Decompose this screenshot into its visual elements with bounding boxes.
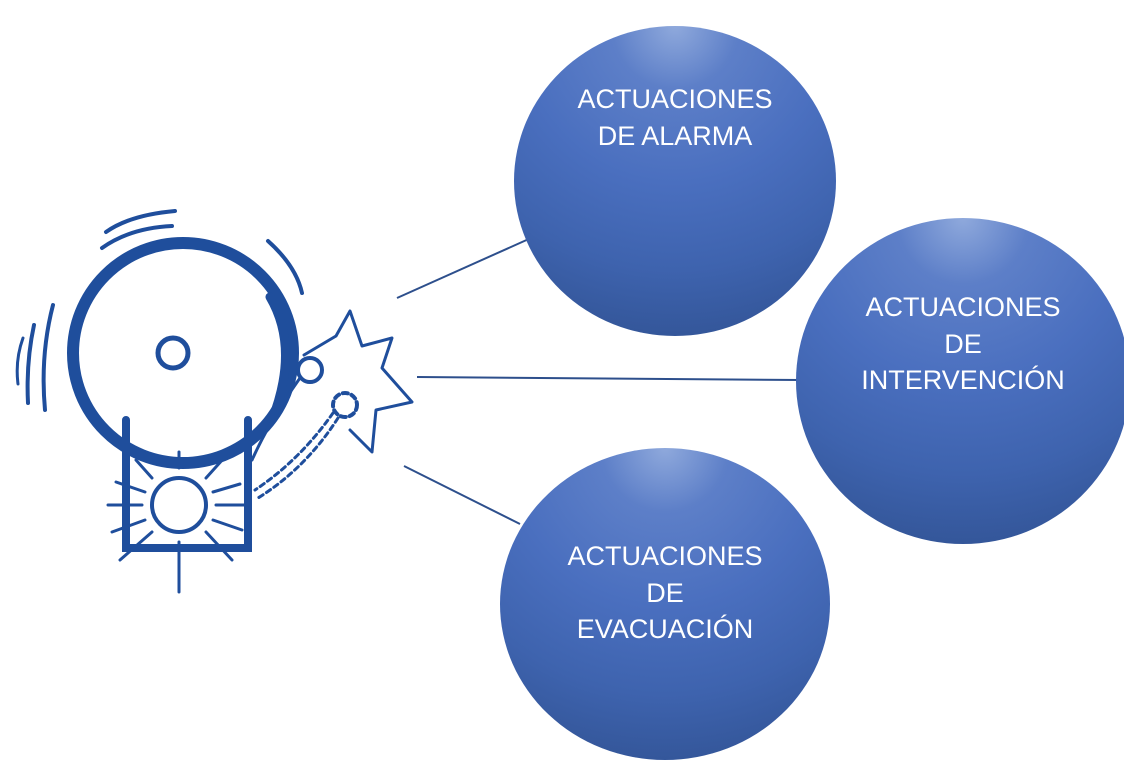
node-label: ACTUACIONES DE ALARMA — [577, 84, 773, 151]
connector-intervencion — [416, 376, 802, 381]
node-actuaciones-alarma: ACTUACIONES DE ALARMA — [514, 26, 836, 336]
node-label: ACTUACIONES DE INTERVENCIÓN — [861, 291, 1065, 396]
node-actuaciones-intervencion: ACTUACIONES DE INTERVENCIÓN — [796, 218, 1124, 544]
connector-evacuacion — [403, 465, 521, 525]
alarm-bell-icon — [15, 209, 414, 594]
node-label: ACTUACIONES DE EVACUACIÓN — [567, 540, 763, 645]
connector-alarma — [396, 237, 532, 299]
node-actuaciones-evacuacion: ACTUACIONES DE EVACUACIÓN — [500, 448, 830, 760]
